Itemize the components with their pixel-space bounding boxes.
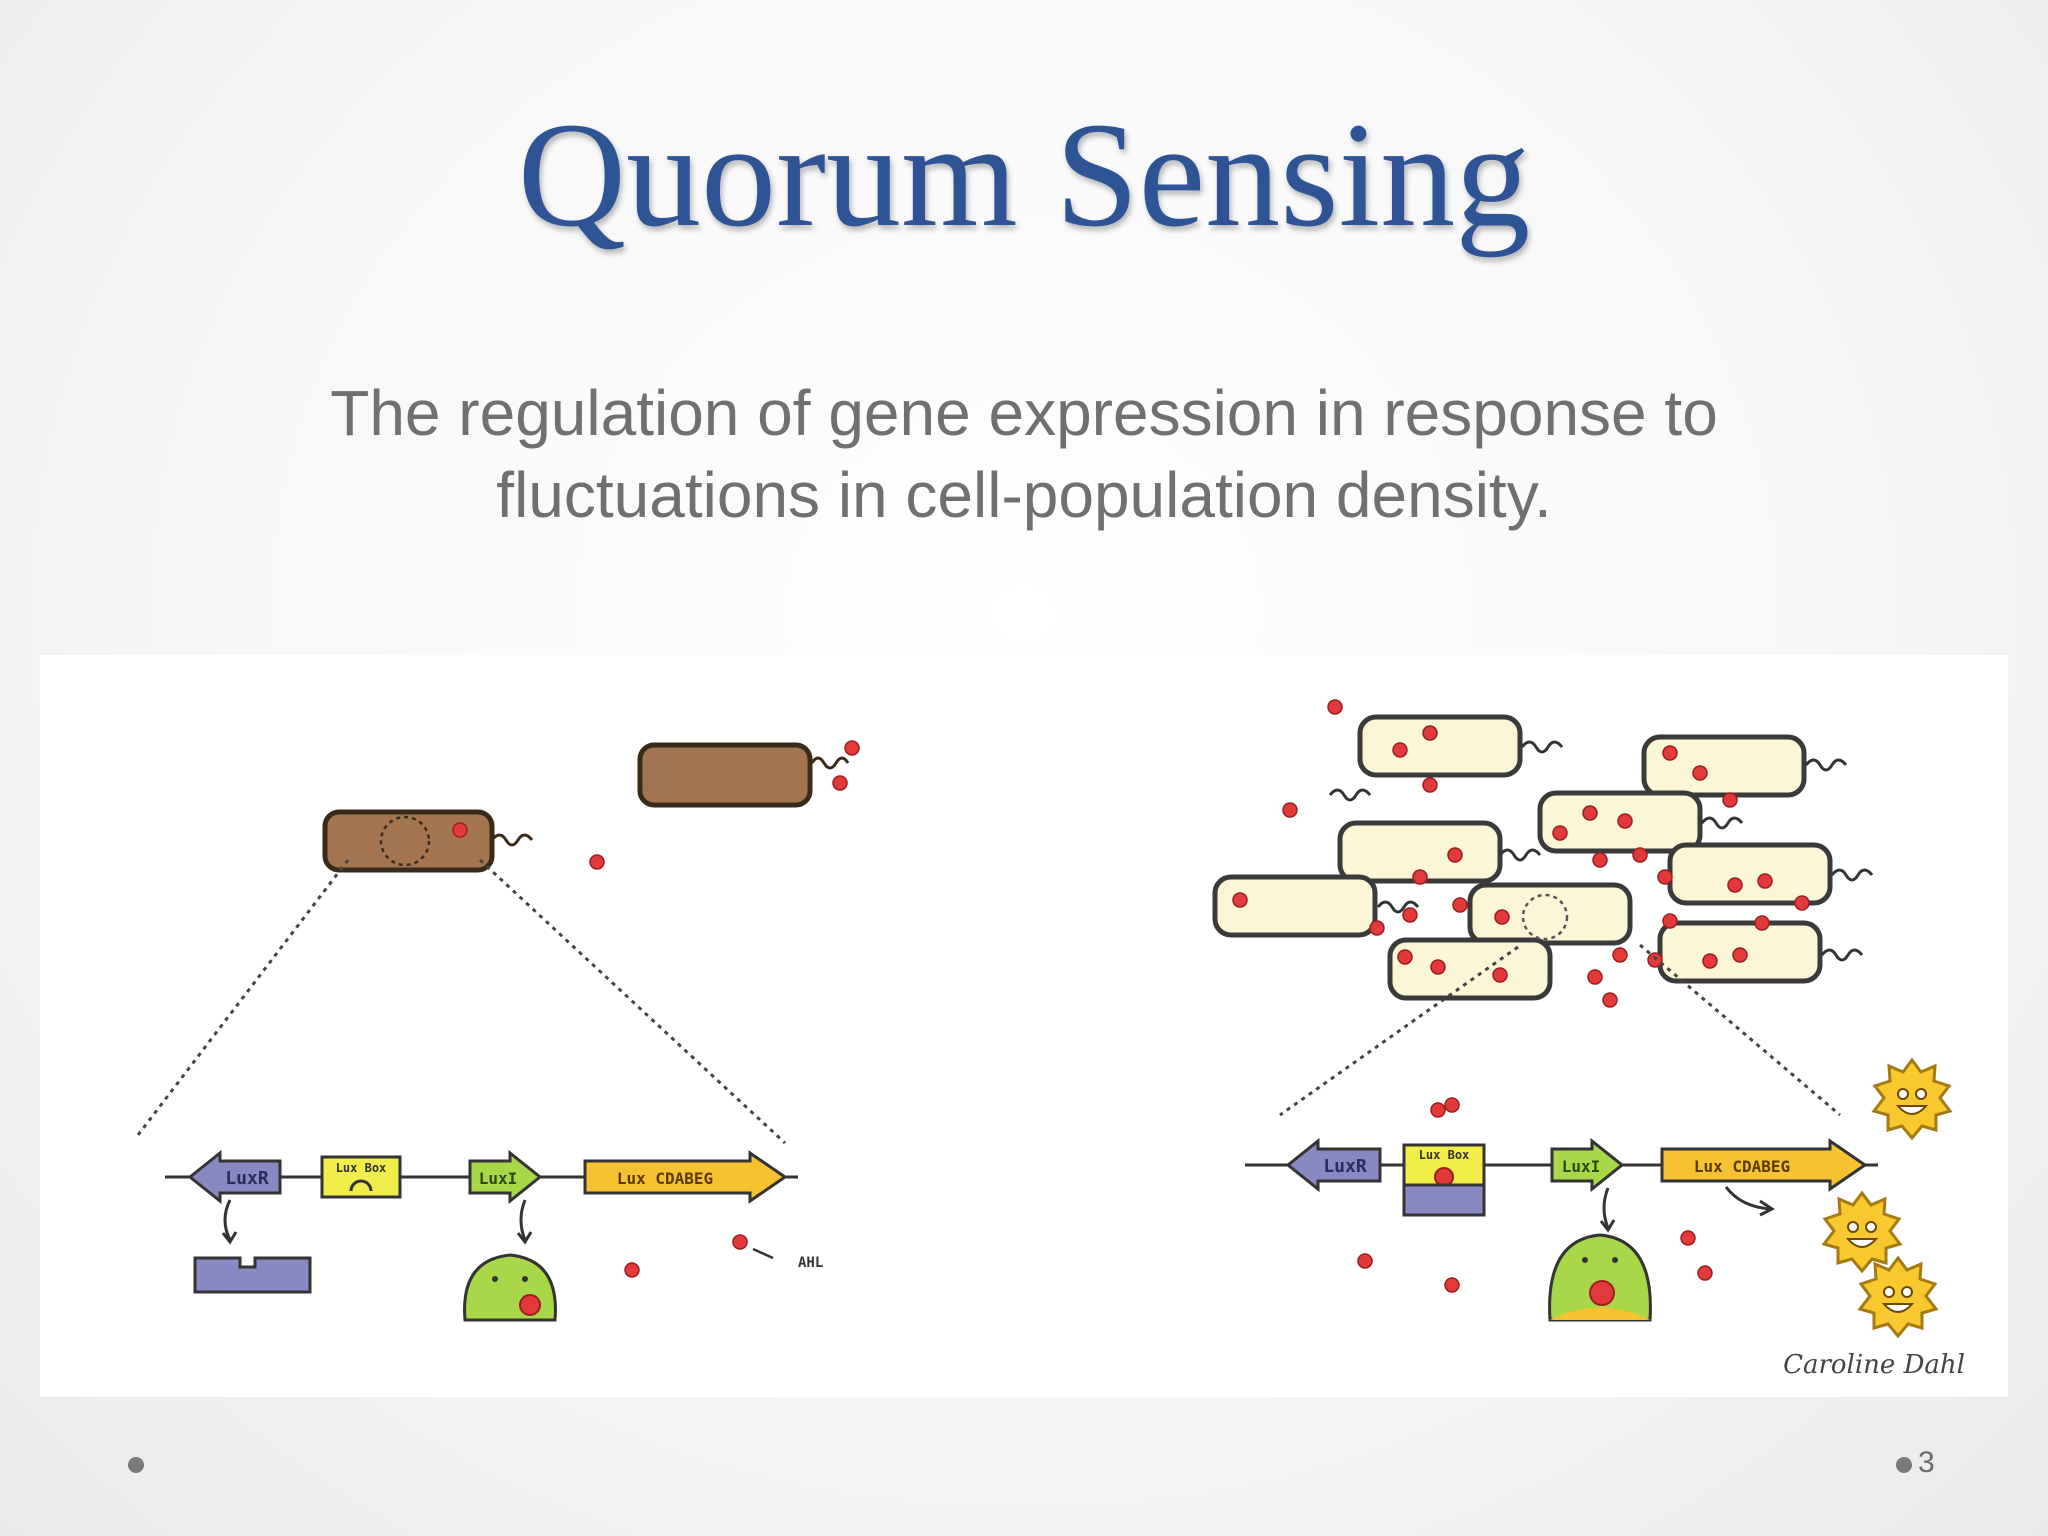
ahl-molecule-icon bbox=[589, 854, 605, 870]
diagram-canvas: LuxR Lux Box LuxI Lux CDABEG bbox=[136, 699, 1965, 1380]
gene-luxcdabeg-label: Lux CDABEG bbox=[617, 1169, 713, 1188]
gene-luxbox-label: Lux Box bbox=[1419, 1148, 1470, 1162]
ahl-label: AHL bbox=[798, 1255, 823, 1271]
light-sun-icon bbox=[1858, 1256, 1938, 1338]
page-number: 3 bbox=[1918, 1446, 1935, 1479]
luxi-synthase-icon bbox=[1548, 1233, 1652, 1322]
slide-left-dot bbox=[128, 1457, 144, 1473]
slide-title: Quorum Sensing bbox=[517, 92, 1531, 258]
light-sun-icon bbox=[1872, 1058, 1952, 1140]
subtitle-line-1: The regulation of gene expression in res… bbox=[330, 377, 1718, 449]
quorum-sensing-diagram: LuxR Lux Box LuxI Lux CDABEG bbox=[40, 655, 2008, 1397]
artist-signature: Caroline Dahl bbox=[1783, 1350, 1965, 1380]
gene-luxbox-label: Lux Box bbox=[336, 1161, 387, 1175]
high-density-scene: LuxR Lux Box LuxI Lux CDABEG bbox=[1215, 699, 1965, 1380]
gene-luxcdabeg-label: Lux CDABEG bbox=[1694, 1157, 1790, 1176]
bacteria-cell-icon bbox=[637, 740, 860, 808]
luxi-synthase-icon bbox=[463, 1253, 557, 1322]
gene-luxr-label: LuxR bbox=[225, 1168, 269, 1189]
slide-right-dot bbox=[1896, 1457, 1912, 1473]
bacteria-cell-icon bbox=[322, 809, 534, 873]
gene-luxi-label: LuxI bbox=[479, 1169, 518, 1188]
protein-luxr-icon bbox=[1402, 1183, 1486, 1217]
subtitle-line-2: fluctuations in cell-population density. bbox=[496, 459, 1552, 531]
gene-luxi-label: LuxI bbox=[1562, 1157, 1601, 1176]
gene-luxr-label: LuxR bbox=[1323, 1156, 1367, 1177]
low-density-scene: LuxR Lux Box LuxI Lux CDABEG bbox=[136, 740, 860, 1322]
light-sun-icon bbox=[1822, 1191, 1902, 1273]
protein-luxr-icon bbox=[193, 1256, 312, 1294]
slide-subtitle: The regulation of gene expression in res… bbox=[220, 372, 1828, 536]
ahl-molecule-icon bbox=[732, 1234, 748, 1250]
